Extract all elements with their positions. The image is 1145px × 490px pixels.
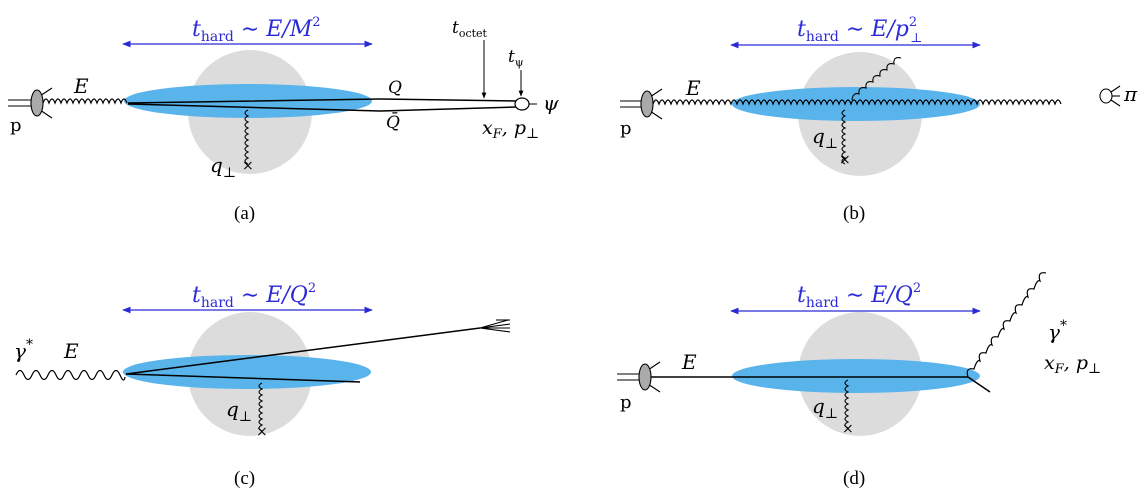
outgoing-photon [966, 272, 1047, 378]
proton-icon [620, 88, 663, 120]
exchanged-gluon [258, 382, 264, 432]
hard-region-blob [732, 87, 980, 121]
outgoing-quark [967, 376, 991, 393]
emitted-gluon [851, 57, 902, 101]
quark-line-bottom [127, 103, 517, 112]
quark-line-top [127, 98, 517, 104]
cross-mark: × [256, 424, 268, 440]
q-perp-label: q⊥ [812, 394, 838, 422]
q-perp-label: q⊥ [210, 153, 236, 181]
energy-label: E [63, 339, 79, 363]
hard-time-label: thard ∼ E/Q2 [192, 281, 316, 311]
proton-icon [617, 361, 661, 393]
projectile-label: p [620, 392, 632, 413]
cross-mark: × [842, 421, 854, 437]
hard-time-label: thard ∼ E/M2 [192, 15, 321, 45]
kinematics-label: xF, p⊥ [1044, 352, 1101, 377]
hard-region-blob [123, 355, 371, 389]
exchanged-gluon [844, 379, 850, 429]
exchanged-gluon [244, 109, 250, 165]
caption-d: (d) [843, 468, 865, 489]
cross-mark: × [242, 158, 254, 174]
q-perp-label: q⊥ [812, 124, 838, 152]
quark-line-bottom [125, 373, 361, 383]
hard-time-label: thard ∼ E/p2⊥ [797, 15, 922, 46]
quark-line-top [125, 327, 481, 375]
psi-vertex [514, 97, 530, 111]
final-state-label: γ* [1048, 318, 1067, 344]
cross-mark: × [839, 152, 851, 168]
caption-c: (c) [234, 468, 255, 489]
final-state-label: ψ [543, 91, 559, 115]
panel-b: thard ∼ E/p2⊥ p E × q⊥ π (b) [620, 15, 1138, 224]
panel-a: thard ∼ E/M2 p E Q Q̄ × q⊥ toctet [8, 15, 559, 224]
exchanged-gluon [841, 109, 847, 165]
pion-vertex-icon [1099, 85, 1121, 107]
hard-time-label: thard ∼ E/Q2 [797, 281, 921, 311]
energy-label: E [681, 350, 697, 374]
caption-b: (b) [843, 203, 865, 224]
incoming-gluon [652, 99, 1062, 106]
energy-label: E [685, 76, 701, 100]
incoming-photon [15, 369, 126, 381]
q-perp-label: q⊥ [226, 397, 252, 425]
panel-d: thard ∼ E/Q2 p E γ* xF, p⊥ × q⊥ (d) [617, 272, 1101, 489]
hard-region-blob [732, 359, 980, 393]
jet-fan-icon [479, 319, 511, 333]
proton-icon [8, 87, 53, 119]
kinematics-label: xF, p⊥ [482, 117, 539, 142]
incoming-gluon [42, 98, 128, 105]
panel-c: thard ∼ E/Q2 γ* E × q⊥ (c) [14, 281, 511, 489]
projectile-label: p [620, 118, 632, 139]
energy-label: E [73, 74, 89, 98]
projectile-label: γ* [14, 337, 33, 363]
caption-a: (a) [234, 203, 255, 224]
t-psi-label: tψ [508, 47, 523, 69]
projectile-label: p [10, 115, 22, 136]
final-state-label: π [1123, 82, 1138, 106]
t-octet-label: toctet [452, 18, 488, 40]
quark-label: Q [388, 78, 402, 98]
antiquark-label: Q̄ [386, 111, 400, 133]
